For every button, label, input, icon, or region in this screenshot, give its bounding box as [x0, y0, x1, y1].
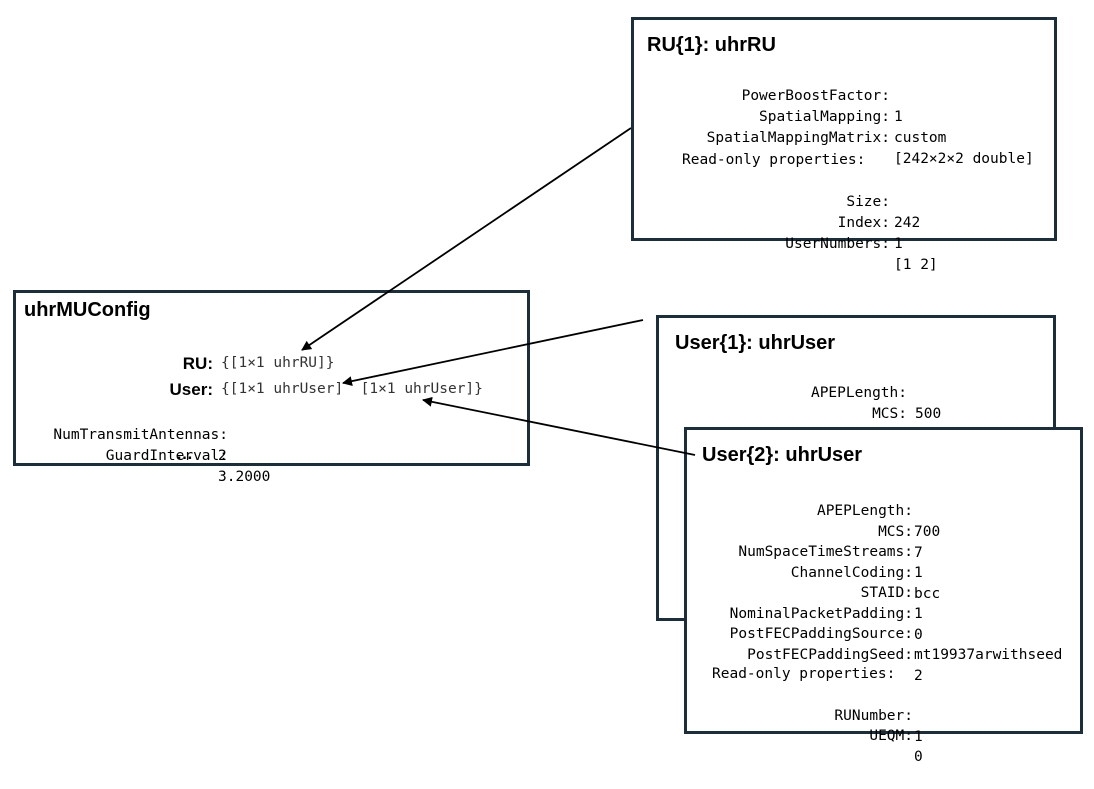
- more-ellipsis: …: [176, 444, 193, 463]
- prop-value: 242: [894, 215, 921, 231]
- mu-prop-row: NumTransmitAntennas: 2: [16, 404, 533, 464]
- prop-key: PostFECPaddingSource:: [729, 626, 913, 642]
- ru-prop-row: PowerBoostFactor: 1: [634, 65, 1060, 125]
- ru-field-name: RU:: [182, 354, 213, 373]
- user2-prop-row: NominalPacketPadding: 0: [687, 583, 1086, 643]
- connector-arrows: [301, 127, 696, 456]
- mu-user-row: User: {[1×1 uhrUser] [1×1 uhrUser]}: [16, 379, 533, 400]
- ru-prop-row: SpatialMapping: custom: [634, 86, 1060, 146]
- ru-readonly-row: Size: 242: [634, 171, 1060, 231]
- prop-key: NumTransmitAntennas:: [53, 427, 228, 443]
- user1-box-title: User{1}: uhrUser: [675, 332, 836, 354]
- user2-prop-row: STAID: 1: [687, 562, 1086, 622]
- prop-value: 1: [914, 565, 923, 581]
- prop-value: 1: [914, 729, 923, 745]
- mu-ru-row: RU: {[1×1 uhrRU]}: [16, 353, 533, 374]
- user2-box-title: User{2}: uhrUser: [702, 444, 863, 466]
- prop-key: MCS:: [878, 524, 913, 540]
- prop-key: RUNumber:: [834, 708, 913, 724]
- prop-value: 500: [915, 406, 942, 422]
- prop-key: UserNumbers:: [785, 236, 890, 252]
- prop-value: bcc: [914, 586, 941, 602]
- ru-readonly-row: UserNumbers: [1 2]: [634, 213, 1060, 273]
- user2-prop-row: MCS: 7: [687, 501, 1086, 561]
- prop-value: 700: [914, 524, 941, 540]
- user-field-value: {[1×1 uhrUser] [1×1 uhrUser]}: [221, 381, 483, 397]
- prop-key: SpatialMapping:: [759, 109, 890, 125]
- prop-key: STAID:: [860, 585, 913, 601]
- prop-key: NumSpaceTimeStreams:: [738, 544, 913, 560]
- prop-key: PostFECPaddingSeed:: [747, 647, 913, 663]
- prop-key: GuardInterval:: [105, 448, 228, 464]
- prop-key: Index:: [837, 215, 890, 231]
- user2-readonly-label: Read-only properties:: [712, 666, 896, 682]
- user2-prop-row: PostFECPaddingSource: mt19937arwithseed: [687, 603, 1086, 663]
- ru-prop-row: SpatialMappingMatrix: [242×2×2 double]: [634, 107, 1060, 167]
- prop-key: SpatialMappingMatrix:: [706, 130, 890, 146]
- ru-readonly-label: Read-only properties:: [682, 152, 866, 168]
- prop-value: 1: [914, 606, 923, 622]
- prop-value: 0: [914, 627, 923, 643]
- prop-value: 0: [914, 749, 923, 765]
- prop-key: UEQM:: [869, 728, 913, 744]
- user2-prop-row: APEPLength: 700: [687, 480, 1086, 540]
- prop-value: 7: [914, 545, 923, 561]
- prop-value: [1 2]: [894, 257, 938, 273]
- mu-box-title: uhrMUConfig: [24, 299, 151, 321]
- arrow-user2-to-mu: [422, 396, 696, 456]
- prop-key: ChannelCoding:: [790, 565, 913, 581]
- ru-readonly-row: Index: 1: [634, 192, 1060, 252]
- user1-prop-row: APEPLength: 500: [659, 362, 1059, 422]
- arrow-ru-to-mu: [301, 127, 632, 351]
- user2-prop-row: NumSpaceTimeStreams: 1: [687, 521, 1086, 581]
- prop-key: Size:: [846, 194, 890, 210]
- mu-prop-row: GuardInterval: 3.2000: [16, 425, 533, 485]
- prop-key: PowerBoostFactor:: [741, 88, 890, 104]
- user2-prop-row: PostFECPaddingSeed: 2: [687, 624, 1086, 684]
- prop-value: custom: [894, 130, 947, 146]
- ru-field-value: {[1×1 uhrRU]}: [221, 355, 335, 371]
- prop-value: 1: [894, 236, 903, 252]
- user2-prop-row: ChannelCoding: bcc: [687, 542, 1086, 602]
- ru-object-box: RU{1}: uhrRU PowerBoostFactor: 1 Spatial…: [631, 17, 1060, 273]
- prop-value: 2: [218, 448, 227, 464]
- prop-value: [242×2×2 double]: [894, 151, 1034, 167]
- prop-value: mt19937arwithseed: [914, 647, 1063, 663]
- arrow-user1-to-mu: [342, 319, 644, 387]
- prop-key: MCS:: [872, 406, 907, 422]
- prop-value: 3.2000: [218, 469, 271, 485]
- prop-key: APEPLength:: [816, 503, 913, 519]
- prop-value: 1: [894, 109, 903, 125]
- user-field-name: User:: [169, 380, 213, 399]
- user2-readonly-row: RUNumber: 1: [687, 685, 1086, 745]
- mu-config-box: uhrMUConfig RU: {[1×1 uhrRU]} User: {[1×…: [13, 290, 533, 485]
- prop-value: 2: [914, 668, 923, 684]
- ru-box-title: RU{1}: uhrRU: [647, 34, 776, 56]
- prop-key: NominalPacketPadding:: [729, 606, 913, 622]
- user2-object-box: User{2}: uhrUser APEPLength: 700 MCS: 7 …: [684, 427, 1086, 765]
- prop-key: APEPLength:: [810, 385, 907, 401]
